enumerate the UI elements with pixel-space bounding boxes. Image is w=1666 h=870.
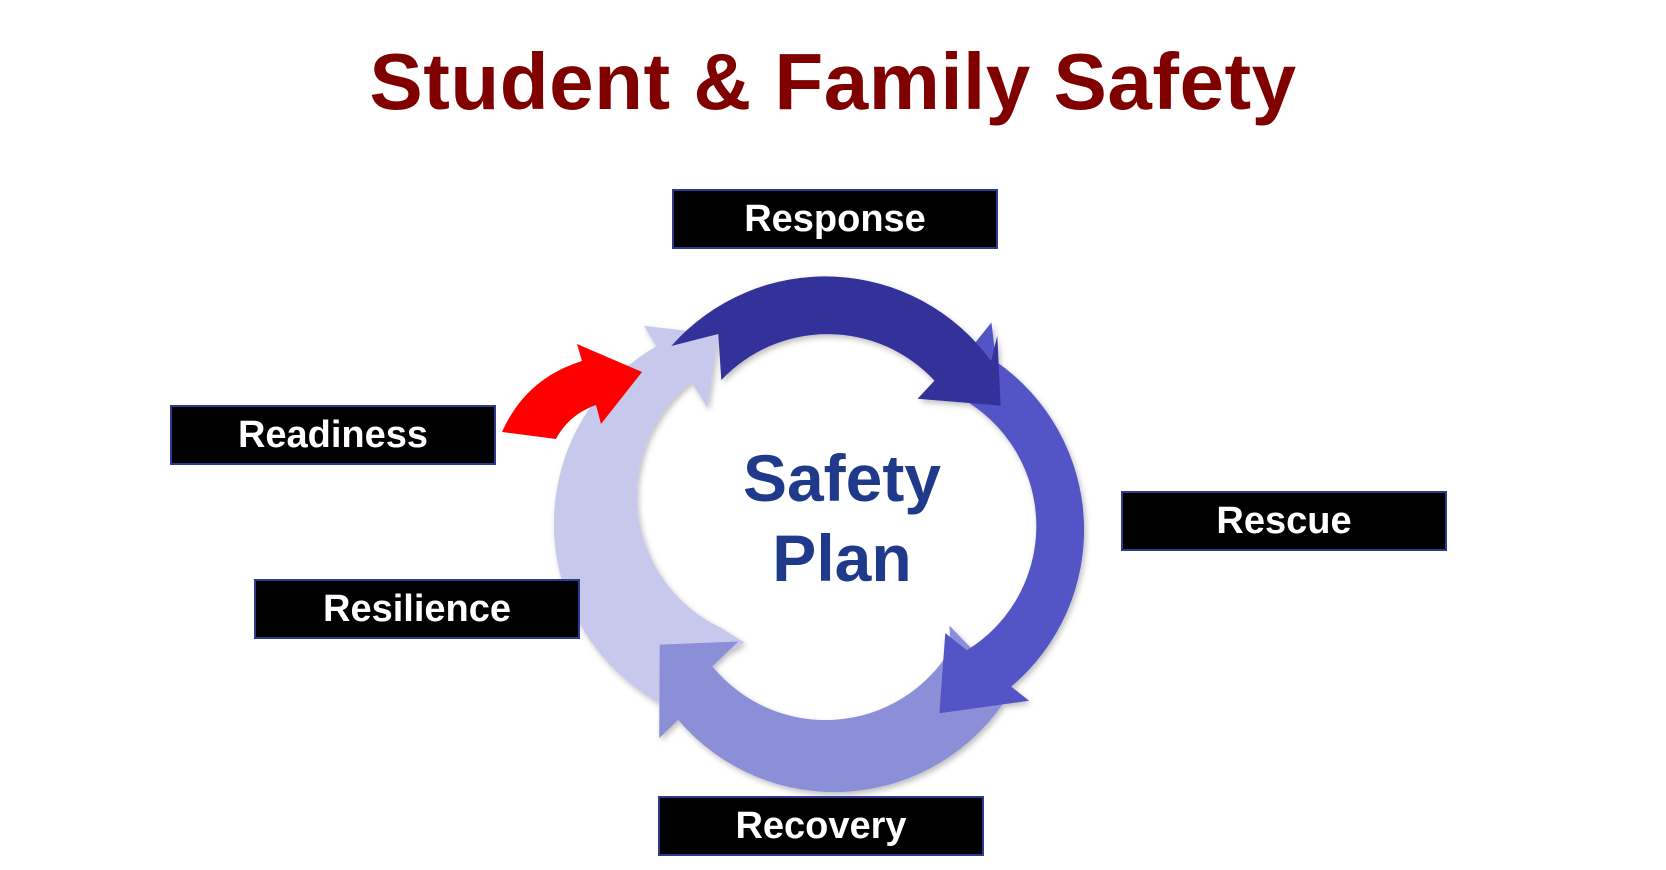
stage-resilience-box: Resilience: [254, 579, 580, 639]
page-title: Student & Family Safety: [369, 37, 1297, 126]
stage-readiness-box: Readiness: [170, 405, 496, 465]
center-label-line2: Plan: [772, 521, 912, 595]
curved-red-arrow-icon: [502, 344, 642, 439]
stage-recovery-box: Recovery: [658, 796, 984, 856]
cycle-arrow-right: [929, 322, 1085, 714]
stage-recovery-label: Recovery: [735, 804, 907, 847]
stage-resilience-label: Resilience: [323, 587, 511, 630]
stage-response-label: Response: [744, 197, 926, 240]
stage-readiness-label: Readiness: [237, 413, 429, 456]
cycle-arrow-top: [671, 276, 1001, 406]
stage-rescue-box: Rescue: [1121, 491, 1447, 551]
cycle-arrow-bottom: [659, 625, 1017, 793]
stage-response-box: Response: [672, 189, 998, 249]
center-label-line1: Safety: [742, 441, 942, 515]
stage-rescue-label: Rescue: [1216, 499, 1352, 542]
